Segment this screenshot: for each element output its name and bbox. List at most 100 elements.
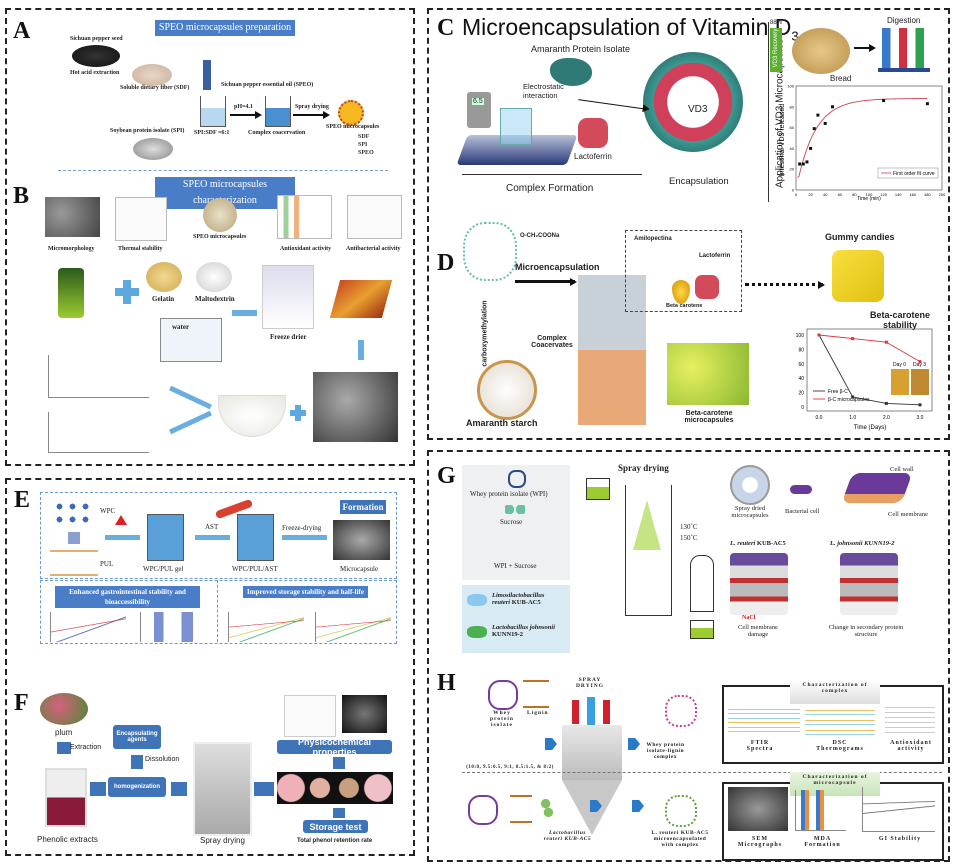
gelatin-label: Gelatin bbox=[152, 295, 175, 303]
chart-c-legend bbox=[877, 167, 939, 179]
d-carboxymethylation: carboxymethylation bbox=[481, 300, 489, 367]
electrostatic-label: Electrostatic interaction bbox=[523, 82, 564, 100]
h-arrow-in-1 bbox=[545, 738, 557, 750]
chart-c-point bbox=[823, 121, 827, 125]
chart-d-xtick: 1.0 bbox=[849, 415, 856, 421]
e-pul: PUL bbox=[100, 560, 114, 568]
chart-c-point bbox=[816, 113, 820, 117]
f-homogenization: homogenization bbox=[108, 777, 166, 797]
whey-protein-icon-2 bbox=[468, 795, 498, 825]
chart-c-xtick: 20 bbox=[808, 192, 813, 197]
arrow-to-drier bbox=[232, 310, 257, 316]
chart-c-frame bbox=[795, 85, 943, 191]
freeze-drier-label: Freeze drier bbox=[270, 333, 307, 341]
g-cell-membrane: Cell membrane bbox=[888, 511, 928, 518]
chart-d-xtick: 2.0 bbox=[883, 415, 890, 421]
f-dissolution: Dissolution bbox=[145, 756, 180, 763]
maltodextrin-image bbox=[196, 262, 232, 292]
f-arrow-down-1 bbox=[57, 742, 71, 754]
afm-image bbox=[329, 280, 393, 318]
microcapsules-label: SPEO microcapsules bbox=[326, 124, 380, 130]
spray-dryer-image bbox=[193, 742, 252, 836]
d-bc-microcapsules: Beta-carotene microcapsules bbox=[684, 410, 734, 424]
ratio-label: SPI:SDF =6:1 bbox=[194, 130, 230, 136]
e-microcapsule: Microcapsule bbox=[340, 565, 379, 573]
h-divider bbox=[462, 772, 942, 773]
arrow-dotted-gummy bbox=[745, 281, 825, 289]
chart-c-point bbox=[882, 99, 886, 103]
legend-spi: SPI bbox=[358, 142, 368, 148]
chart-c-xtick: 100 bbox=[866, 192, 873, 197]
h-heater-left bbox=[572, 700, 579, 724]
g-wpi: Whey protein isolate (WPI) bbox=[470, 490, 548, 498]
chart-c-xtick: 80 bbox=[852, 192, 857, 197]
encapsulation-label: Encapsulation bbox=[669, 176, 729, 187]
d-beta-carotene: Beta carotene bbox=[666, 303, 703, 309]
chart-d-point bbox=[884, 401, 888, 405]
chart-d-ytick: 100 bbox=[796, 333, 805, 339]
vd3-label: VD3 bbox=[688, 104, 708, 115]
chart-d-point bbox=[884, 340, 888, 344]
chart-c-fit-line bbox=[797, 98, 928, 178]
sdf-label: Soluble dietary fiber (SDF) bbox=[120, 85, 190, 91]
membrane-damage-image bbox=[730, 553, 788, 615]
chart-c-xtick: 140 bbox=[895, 192, 902, 197]
coacervate-tubes-image bbox=[578, 275, 646, 425]
spi-powder-image bbox=[133, 138, 173, 160]
amaranth-starch-image bbox=[477, 360, 537, 420]
c-side-divider bbox=[768, 22, 769, 202]
chart-c-point bbox=[809, 146, 813, 150]
gi-thumb bbox=[862, 787, 935, 832]
g-cell-wall: Cell wall bbox=[890, 466, 914, 473]
ast-beaker bbox=[237, 514, 274, 561]
h-lignin: Lignin bbox=[527, 710, 549, 716]
secondary-structure-image bbox=[840, 553, 898, 615]
c-title-text: Microencapsulation of Vitamin D bbox=[462, 14, 792, 40]
c-title-sub: 3 bbox=[791, 28, 799, 44]
chart-d-ytick: 80 bbox=[798, 347, 804, 353]
plum-image bbox=[40, 693, 88, 725]
b-item-antioxidant: Antioxidant activity bbox=[280, 246, 332, 252]
h-mda: MDA Formation bbox=[804, 836, 841, 848]
complex-coacervation-label: Complex coacervation bbox=[248, 130, 306, 136]
chart-c-xtick: 200 bbox=[939, 192, 946, 197]
lactoferrin-label: Lactoferrin bbox=[574, 152, 612, 161]
plus-icon-2v bbox=[295, 405, 301, 421]
h-heater-right bbox=[603, 700, 610, 724]
gummy-image bbox=[832, 250, 884, 302]
chart-c-ytick: 0 bbox=[792, 188, 795, 193]
d-stability: Beta-carotene stability bbox=[869, 310, 931, 330]
amaranth-protein-icon bbox=[550, 58, 592, 86]
pepper-seed-image bbox=[72, 45, 120, 67]
h-antiox: Antioxidant activity bbox=[890, 740, 932, 752]
g-temp-1: 130˚C bbox=[680, 523, 698, 531]
chart-c-xtick: 60 bbox=[838, 192, 843, 197]
encapsulation-sphere bbox=[643, 52, 743, 152]
chart-c-point bbox=[798, 162, 802, 166]
amylopectin-molecule bbox=[463, 222, 517, 281]
vd3-release-chart: Intestinal VD3 released Time (min) 02040… bbox=[779, 84, 946, 203]
b-item-micromorphology: Micromorphology bbox=[48, 246, 95, 252]
e-chart-bio bbox=[140, 612, 206, 642]
vial-day3 bbox=[911, 369, 929, 395]
arrow-microencapsulation bbox=[515, 278, 577, 286]
chart-d-xtick: 0.0 bbox=[816, 415, 823, 421]
e-ast: AST bbox=[205, 523, 219, 531]
cyclone bbox=[690, 555, 714, 612]
spray-dried-capsule bbox=[730, 465, 770, 505]
bread-label: Bread bbox=[830, 74, 852, 83]
f-sem-thumb bbox=[342, 695, 387, 733]
g-damage: Cell membrane damage bbox=[738, 624, 778, 638]
h-dsc: DSC Thermograms bbox=[816, 740, 864, 752]
chart-c-legend-label: First order fit curve bbox=[893, 171, 935, 177]
mda-thumb bbox=[795, 790, 846, 831]
h-spray: SPRAY DRYING bbox=[575, 677, 605, 689]
e-wpcpulast: WPC/PUL/AST bbox=[232, 565, 278, 573]
e-bottom-divider bbox=[217, 580, 218, 642]
bread-image bbox=[792, 28, 850, 74]
bacterial-cell-icon bbox=[790, 485, 812, 494]
encapsulated-icon bbox=[665, 795, 697, 827]
panel-cd-frame bbox=[427, 8, 950, 440]
chart-d-ytick: 40 bbox=[798, 376, 804, 382]
h-ftir: FTIR Spectra bbox=[746, 740, 774, 752]
